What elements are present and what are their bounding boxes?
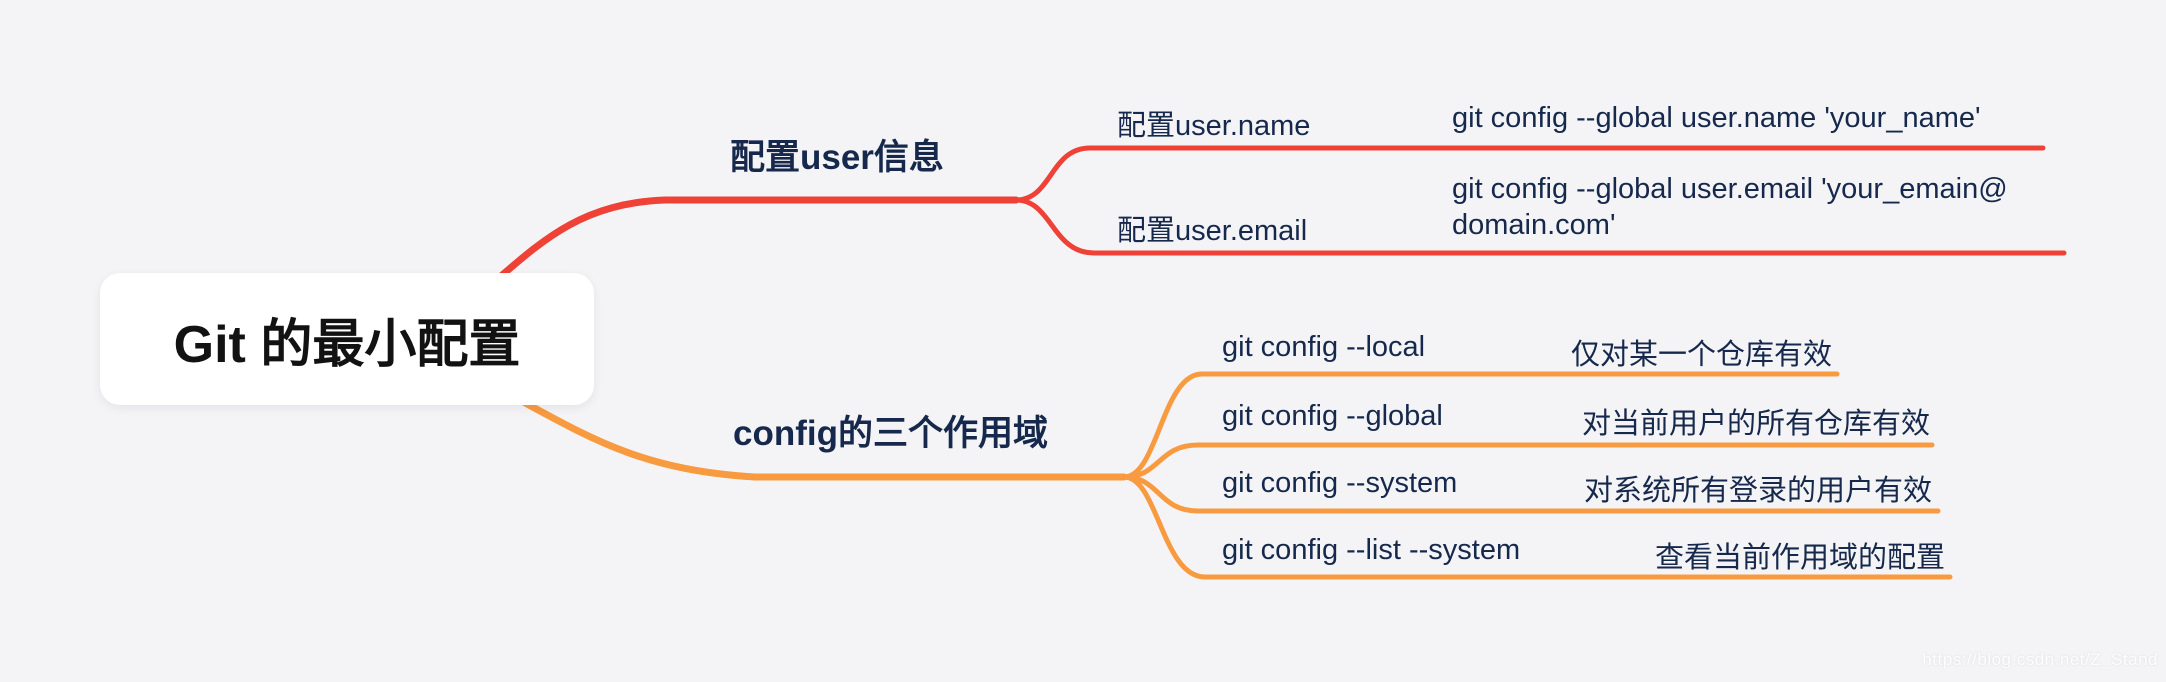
- child-node-user-name-label[interactable]: 配置user.name: [1117, 110, 1311, 142]
- child-node-local-description[interactable]: 仅对某一个仓库有效: [1570, 339, 1832, 371]
- child-node-global-description[interactable]: 对当前用户的所有仓库有效: [1581, 408, 1930, 440]
- child-node-system-command[interactable]: git config --system: [1222, 467, 1458, 499]
- child-node-global-command[interactable]: git config --global: [1222, 400, 1443, 432]
- branch-node-user-info[interactable]: 配置user信息: [730, 138, 944, 177]
- root-node[interactable]: Git 的最小配置: [100, 273, 594, 405]
- branch-line-global: [1121, 442, 1935, 480]
- child-node-user-email-command[interactable]: git config --global user.email 'your_ema…: [1452, 173, 2008, 241]
- branch-line-local: [1121, 371, 1840, 480]
- child-node-local-command[interactable]: git config --local: [1222, 331, 1426, 363]
- branch-node-config-scopes[interactable]: config的三个作用域: [733, 414, 1048, 453]
- root-node-label: Git 的最小配置: [173, 315, 521, 374]
- child-node-user-name-command[interactable]: git config --global user.name 'your_name…: [1452, 102, 1981, 134]
- branch-line-user-name: [1013, 145, 2046, 203]
- branch-line-scopes-main: [501, 388, 1128, 481]
- branch-line-list-system: [1121, 474, 1953, 580]
- child-node-user-email-label[interactable]: 配置user.email: [1117, 215, 1308, 247]
- child-node-list-system-description[interactable]: 查看当前作用域的配置: [1654, 542, 1945, 574]
- watermark-url: https://blog.csdn.net/Z_Stand: [1922, 650, 2158, 669]
- branch-line-user-email: [1013, 197, 2067, 256]
- child-node-system-description[interactable]: 对系统所有登录的用户有效: [1583, 475, 1932, 507]
- child-node-list-system-command[interactable]: git config --list --system: [1222, 534, 1521, 566]
